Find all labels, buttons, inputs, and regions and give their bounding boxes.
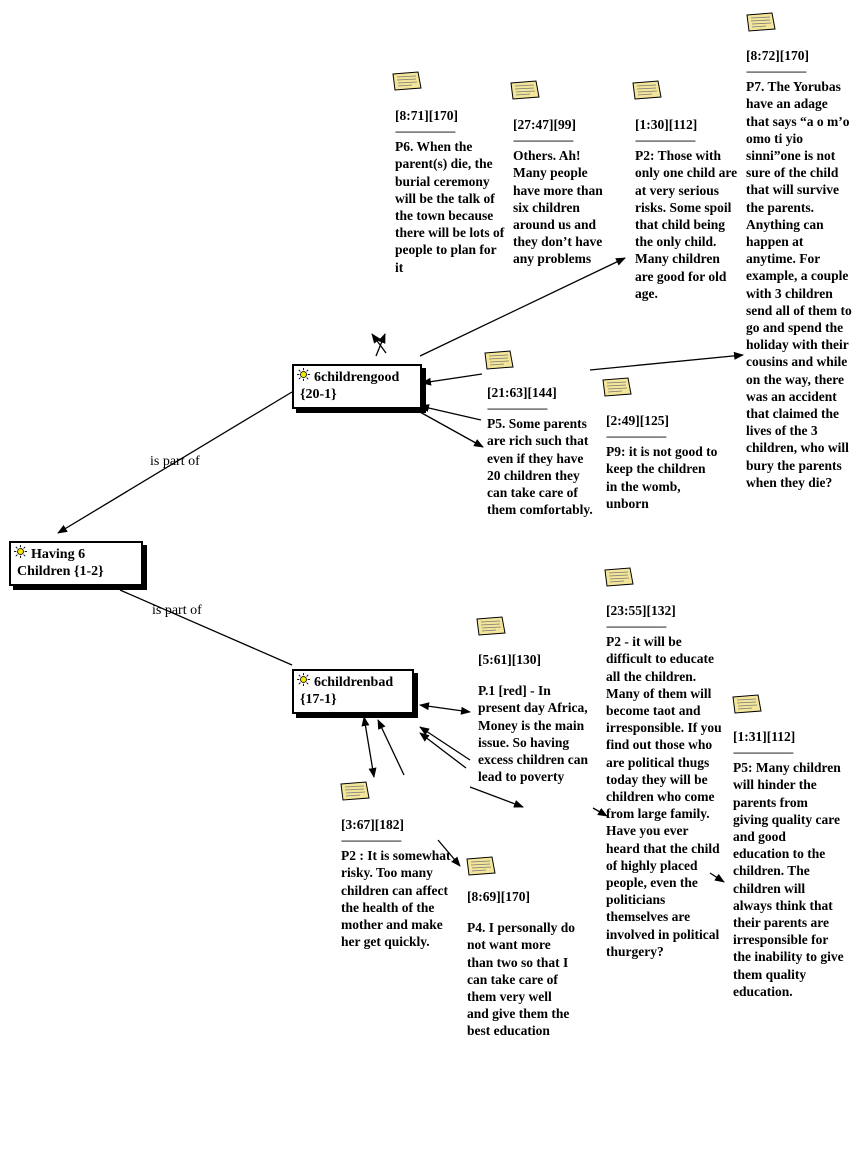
quotation-1-30[interactable]: [1:30][112] -------------------- P2: Tho… xyxy=(635,116,739,302)
quotation-note-icon[interactable] xyxy=(484,350,514,370)
quotation-text: P5: Many children will hinder the parent… xyxy=(733,760,844,999)
link-q2-49[interactable] xyxy=(419,411,484,448)
quotation-1-31[interactable]: [1:31][112] -------------------- P5: Man… xyxy=(733,728,845,1000)
code-node-6childrenbad[interactable]: 6childrenbad {17-1} xyxy=(292,669,414,714)
quotation-8-71[interactable]: [8:71][170] -------------------- P6. Whe… xyxy=(395,107,507,276)
quotation-separator: -------------------- xyxy=(733,745,794,760)
link-q1-31b[interactable] xyxy=(592,807,608,817)
quotation-8-72[interactable]: [8:72][170] -------------------- P7. The… xyxy=(746,47,852,491)
link-q8-72[interactable] xyxy=(589,351,744,371)
quotation-5-61[interactable]: [5:61][130] -------------------- P.1 [re… xyxy=(478,651,590,785)
link-q3-67b[interactable] xyxy=(377,719,405,776)
link-q1-31[interactable] xyxy=(469,786,524,808)
link-q23-55[interactable] xyxy=(419,726,471,761)
quotation-text: P4. I personally do not want more than t… xyxy=(467,920,576,1039)
quotation-text: P.1 [red] - In present day Africa, Money… xyxy=(478,683,588,785)
quotation-27-47[interactable]: [27:47][99] -------------------- Others.… xyxy=(513,116,616,268)
relation-label: is part of xyxy=(152,603,202,618)
link-q8-71b[interactable] xyxy=(375,333,386,357)
quotation-ref: [8:71][170] xyxy=(395,108,458,123)
quotation-ref: [2:49][125] xyxy=(606,413,669,428)
quotation-ref: [8:72][170] xyxy=(746,48,809,63)
code-node-6childrengood[interactable]: 6childrengood {20-1} xyxy=(292,364,422,409)
quotation-note-icon[interactable] xyxy=(604,567,634,587)
quotation-text: Others. Ah! Many people have more than s… xyxy=(513,148,603,267)
code-sun-icon xyxy=(297,368,310,381)
quotation-note-icon[interactable] xyxy=(466,856,496,876)
link-q3-67[interactable] xyxy=(361,716,377,778)
quotation-8-69[interactable]: [8:69][170] -------------------- P4. I p… xyxy=(467,888,575,1040)
quotation-note-icon[interactable] xyxy=(602,377,632,397)
quotation-separator: -------------------- xyxy=(395,124,456,139)
link-q5-61[interactable] xyxy=(419,702,471,715)
quotation-note-icon[interactable] xyxy=(392,71,422,91)
quotation-ref: [8:69][170] xyxy=(467,889,530,904)
link-q21-63b[interactable] xyxy=(419,404,482,421)
quotation-3-67[interactable]: [3:67][182] -------------------- P2 : It… xyxy=(341,816,451,950)
quotation-ref: [27:47][99] xyxy=(513,117,576,132)
code-sun-icon xyxy=(297,673,310,686)
quotation-ref: [21:63][144] xyxy=(487,385,557,400)
quotation-text: P2: Those with only one child are at ver… xyxy=(635,148,738,301)
quotation-note-icon[interactable] xyxy=(746,12,776,32)
quotation-note-icon[interactable] xyxy=(732,694,762,714)
quotation-text: P9: it is not good to keep the children … xyxy=(606,444,718,511)
quotation-note-icon[interactable] xyxy=(476,616,506,636)
quotation-separator: -------------------- xyxy=(746,64,807,79)
quotation-2-49[interactable]: [2:49][125] -------------------- P9: it … xyxy=(606,412,720,512)
quotation-note-icon[interactable] xyxy=(340,781,370,801)
quotation-21-63[interactable]: [21:63][144] -------------------- P5. So… xyxy=(487,384,595,518)
relation-label: is part of xyxy=(150,454,200,469)
quotation-separator: -------------------- xyxy=(513,133,574,148)
quotation-ref: [1:30][112] xyxy=(635,117,698,132)
quotation-text: P6. When the parent(s) die, the burial c… xyxy=(395,139,505,275)
quotation-text: P2 - it will be difficult to educate all… xyxy=(606,634,722,959)
quotation-ref: [23:55][132] xyxy=(606,603,676,618)
quotation-text: P2 : It is somewhat risky. Too many chil… xyxy=(341,848,451,950)
quotation-text: P5. Some parents are rich such that even… xyxy=(487,416,593,518)
quotation-ref: [5:61][130] xyxy=(478,652,541,667)
quotation-separator: -------------------- xyxy=(606,429,667,444)
quotation-ref: [1:31][112] xyxy=(733,729,796,744)
link-bad-to-having[interactable] xyxy=(119,589,293,666)
code-name: 6childrengood xyxy=(314,370,400,385)
quotation-ref: [3:67][182] xyxy=(341,817,404,832)
code-sun-icon xyxy=(14,545,27,558)
quotation-separator: -------------------- xyxy=(606,619,667,634)
quotation-note-icon[interactable] xyxy=(510,80,540,100)
quotation-separator: -------------------- xyxy=(487,401,548,416)
quotation-separator: -------------------- xyxy=(341,833,402,848)
code-count: {17-1} xyxy=(300,692,337,707)
link-q23-55b[interactable] xyxy=(419,732,467,769)
quotation-note-icon[interactable] xyxy=(632,80,662,100)
code-name: Having 6 xyxy=(31,547,86,562)
code-count: Children {1-2} xyxy=(17,564,104,579)
code-node-having-6-children[interactable]: Having 6 Children {1-2} xyxy=(9,541,143,586)
code-name: 6childrenbad xyxy=(314,675,394,690)
link-q21-63[interactable] xyxy=(421,373,483,386)
link-q8-71[interactable] xyxy=(371,333,387,354)
quotation-separator: -------------------- xyxy=(635,133,696,148)
code-count: {20-1} xyxy=(300,387,337,402)
quotation-text: P7. The Yorubas have an adage that says … xyxy=(746,79,852,490)
quotation-23-55[interactable]: [23:55][132] -------------------- P2 - i… xyxy=(606,602,724,960)
